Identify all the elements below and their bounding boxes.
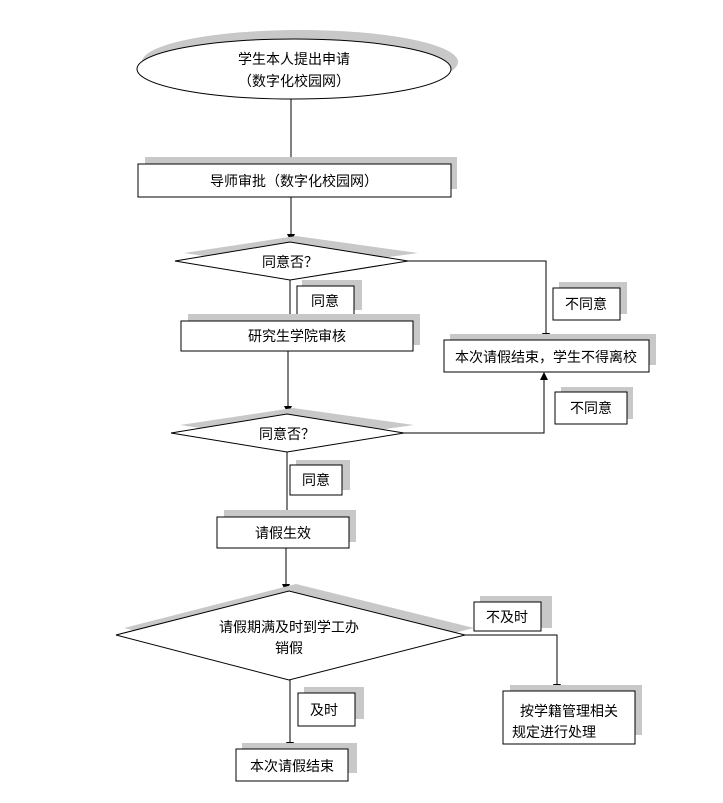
label-ontime: 及时 (297, 687, 364, 727)
disagree1-text: 不同意 (565, 296, 607, 313)
decision1-text: 同意否？ (262, 254, 318, 271)
node-grad-school-review: 研究生学院审核 (180, 314, 420, 352)
label-agree-2: 同意 (289, 460, 350, 496)
label-disagree-1: 不同意 (552, 282, 627, 321)
late-text: 不及时 (486, 610, 528, 626)
effective-text: 请假生效 (255, 526, 311, 542)
label-late: 不及时 (473, 596, 552, 632)
decision2-text: 同意否？ (259, 426, 315, 443)
agree1-text: 同意 (311, 293, 339, 310)
arrow-decision1-to-denied (408, 260, 550, 341)
node-end-denied: 本次请假结束，学生不得离校 (443, 334, 656, 373)
node-handle-regulations: 按学籍管理相关 规定进行处理 (502, 685, 642, 745)
disagree2-text: 不同意 (570, 400, 612, 417)
arrow-decision3-to-handle (465, 634, 561, 692)
apply-text-line1: 学生本人提出申请 (238, 52, 350, 68)
node-decision-1: 同意否？ (174, 236, 418, 281)
grad-review-text: 研究生学院审核 (248, 329, 346, 345)
handle-text-line1: 按学籍管理相关 (520, 703, 618, 720)
end-ok-text: 本次请假结束 (250, 759, 334, 775)
decision3-text-line2: 销假 (275, 641, 303, 657)
handle-text-line2: 规定进行处理 (512, 725, 596, 741)
advisor-text: 导师审批（数字化校园网） (210, 173, 378, 190)
apply-text-line2: （数字化校园网） (238, 73, 350, 90)
label-disagree-2: 不同意 (554, 387, 633, 425)
agree2-text: 同意 (302, 472, 330, 489)
arrow-decision2-to-denied (404, 372, 548, 434)
node-student-apply: 学生本人提出申请 （数字化校园网） (136, 30, 458, 100)
node-leave-effective: 请假生效 (216, 510, 356, 549)
ontime-text: 及时 (310, 703, 338, 719)
node-advisor-approval: 导师审批（数字化校园网） (137, 157, 457, 198)
node-decision-2: 同意否？ (170, 408, 414, 453)
decision3-text-line1: 请假期满及时到学工办 (219, 620, 359, 636)
label-agree-1: 同意 (296, 280, 362, 317)
node-end-ok: 本次请假结束 (235, 743, 357, 782)
node-decision-3: 请假期满及时到学工办 销假 (115, 584, 474, 681)
end-denied-text: 本次请假结束，学生不得离校 (455, 349, 637, 366)
